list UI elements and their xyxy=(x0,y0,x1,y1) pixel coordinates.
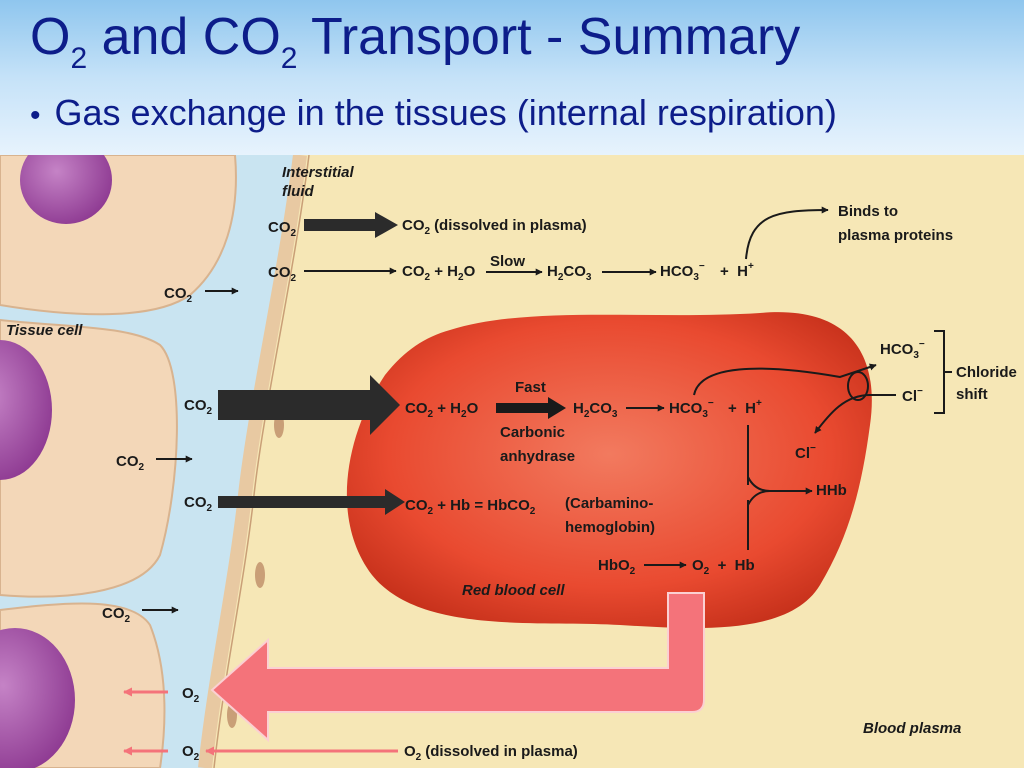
co2-label: CO2 xyxy=(268,264,297,284)
title-subscript: 2 xyxy=(280,42,298,75)
bicarbonate-out-label: HCO3− xyxy=(880,339,925,361)
co2-label: CO2 xyxy=(164,285,193,305)
capillary-wall xyxy=(198,155,307,768)
o2-dissolved-plasma: O2(dissolved in plasma) xyxy=(404,743,578,763)
slow-label: Slow xyxy=(490,253,525,270)
binds-to-label: Binds to xyxy=(838,203,898,220)
red-blood-cell xyxy=(346,312,872,629)
thick-arrow-icon xyxy=(304,212,398,238)
carbamino-reaction: CO2 + Hb = HbCO2 xyxy=(405,497,536,517)
gas-exchange-diagram: Interstitial fluid Tissue cell Red blood… xyxy=(0,155,1024,768)
nucleus-icon xyxy=(20,155,112,224)
endothelial-nucleus xyxy=(255,562,265,588)
title-part: and CO xyxy=(87,8,281,66)
carbaminohemoglobin-label: (Carbamino- xyxy=(565,495,653,512)
title-subscript: 2 xyxy=(70,42,88,75)
carbonic-acid-label: H2CO3 xyxy=(547,263,592,283)
oxyhemoglobin-label: HbO2 xyxy=(598,557,636,577)
carbonic-anhydrase-label: Carbonic xyxy=(500,424,565,441)
rbc-reaction-reactants: CO2 + H2O xyxy=(405,400,479,420)
carbaminohemoglobin-label: hemoglobin) xyxy=(565,519,655,536)
o2-label: O2 xyxy=(182,685,200,705)
co2-label: CO2 xyxy=(268,219,297,239)
title-part: O xyxy=(30,8,71,66)
red-blood-cell-label: Red blood cell xyxy=(462,582,565,599)
co2-label: CO2 xyxy=(116,453,145,473)
bracket-icon xyxy=(934,330,952,414)
bullet-text: Gas exchange in the tissues (internal re… xyxy=(54,92,837,133)
connector-line xyxy=(747,490,771,506)
co2-label: CO2 xyxy=(102,605,131,625)
oxygen-plus-hb-label: O2 + Hb xyxy=(692,557,755,577)
bullet-dot-icon: • xyxy=(30,99,41,132)
o2-label: O2 xyxy=(182,743,200,763)
chloride-shift-label: Chloride xyxy=(956,364,1017,381)
slide-title: O2 and CO2 Transport - Summary xyxy=(30,8,801,75)
interstitial-fluid-label: fluid xyxy=(282,183,314,200)
co2-label: CO2 xyxy=(184,397,213,417)
plasma-proteins-label: plasma proteins xyxy=(838,227,953,244)
chloride-label: Cl− xyxy=(795,443,816,462)
carbonic-anhydrase-label: anhydrase xyxy=(500,448,575,465)
hydrogen-ion-label: + H+ xyxy=(720,261,754,280)
title-part: Transport - Summary xyxy=(297,8,801,66)
hhb-label: HHb xyxy=(816,482,847,499)
fast-label: Fast xyxy=(515,379,546,396)
curved-arrow-icon xyxy=(693,363,877,396)
blood-plasma-label: Blood plasma xyxy=(863,720,961,737)
bullet-point: • Gas exchange in the tissues (internal r… xyxy=(30,92,837,134)
co2-dissolved-plasma: CO2(dissolved in plasma) xyxy=(402,217,587,237)
oxygen-release-arrow xyxy=(210,592,705,743)
carbonic-acid-label: H2CO3 xyxy=(573,400,618,420)
interstitial-fluid-label: Interstitial xyxy=(282,164,355,181)
chloride-in-label: Cl− xyxy=(902,386,923,405)
bicarbonate-label: HCO3− xyxy=(669,398,714,420)
curved-arrow-icon xyxy=(745,206,829,260)
hydrogen-ion-label: + H+ xyxy=(728,398,762,417)
slide-header: O2 and CO2 Transport - Summary •Gas exch… xyxy=(0,0,1024,155)
chloride-shift-label: shift xyxy=(956,386,988,403)
membrane-channel-icon xyxy=(847,371,869,401)
thick-arrow-icon xyxy=(218,375,400,435)
plasma-reaction-reactants: CO2 + H2O xyxy=(402,263,476,283)
bicarbonate-label: HCO3− xyxy=(660,261,705,283)
nucleus-icon xyxy=(0,628,75,768)
nucleus-icon xyxy=(0,340,52,480)
thick-arrow-icon xyxy=(496,397,566,419)
thick-arrow-icon xyxy=(218,489,405,515)
tissue-cell-label: Tissue cell xyxy=(6,322,83,339)
curved-arrow-icon xyxy=(814,394,896,434)
co2-label: CO2 xyxy=(184,494,213,514)
